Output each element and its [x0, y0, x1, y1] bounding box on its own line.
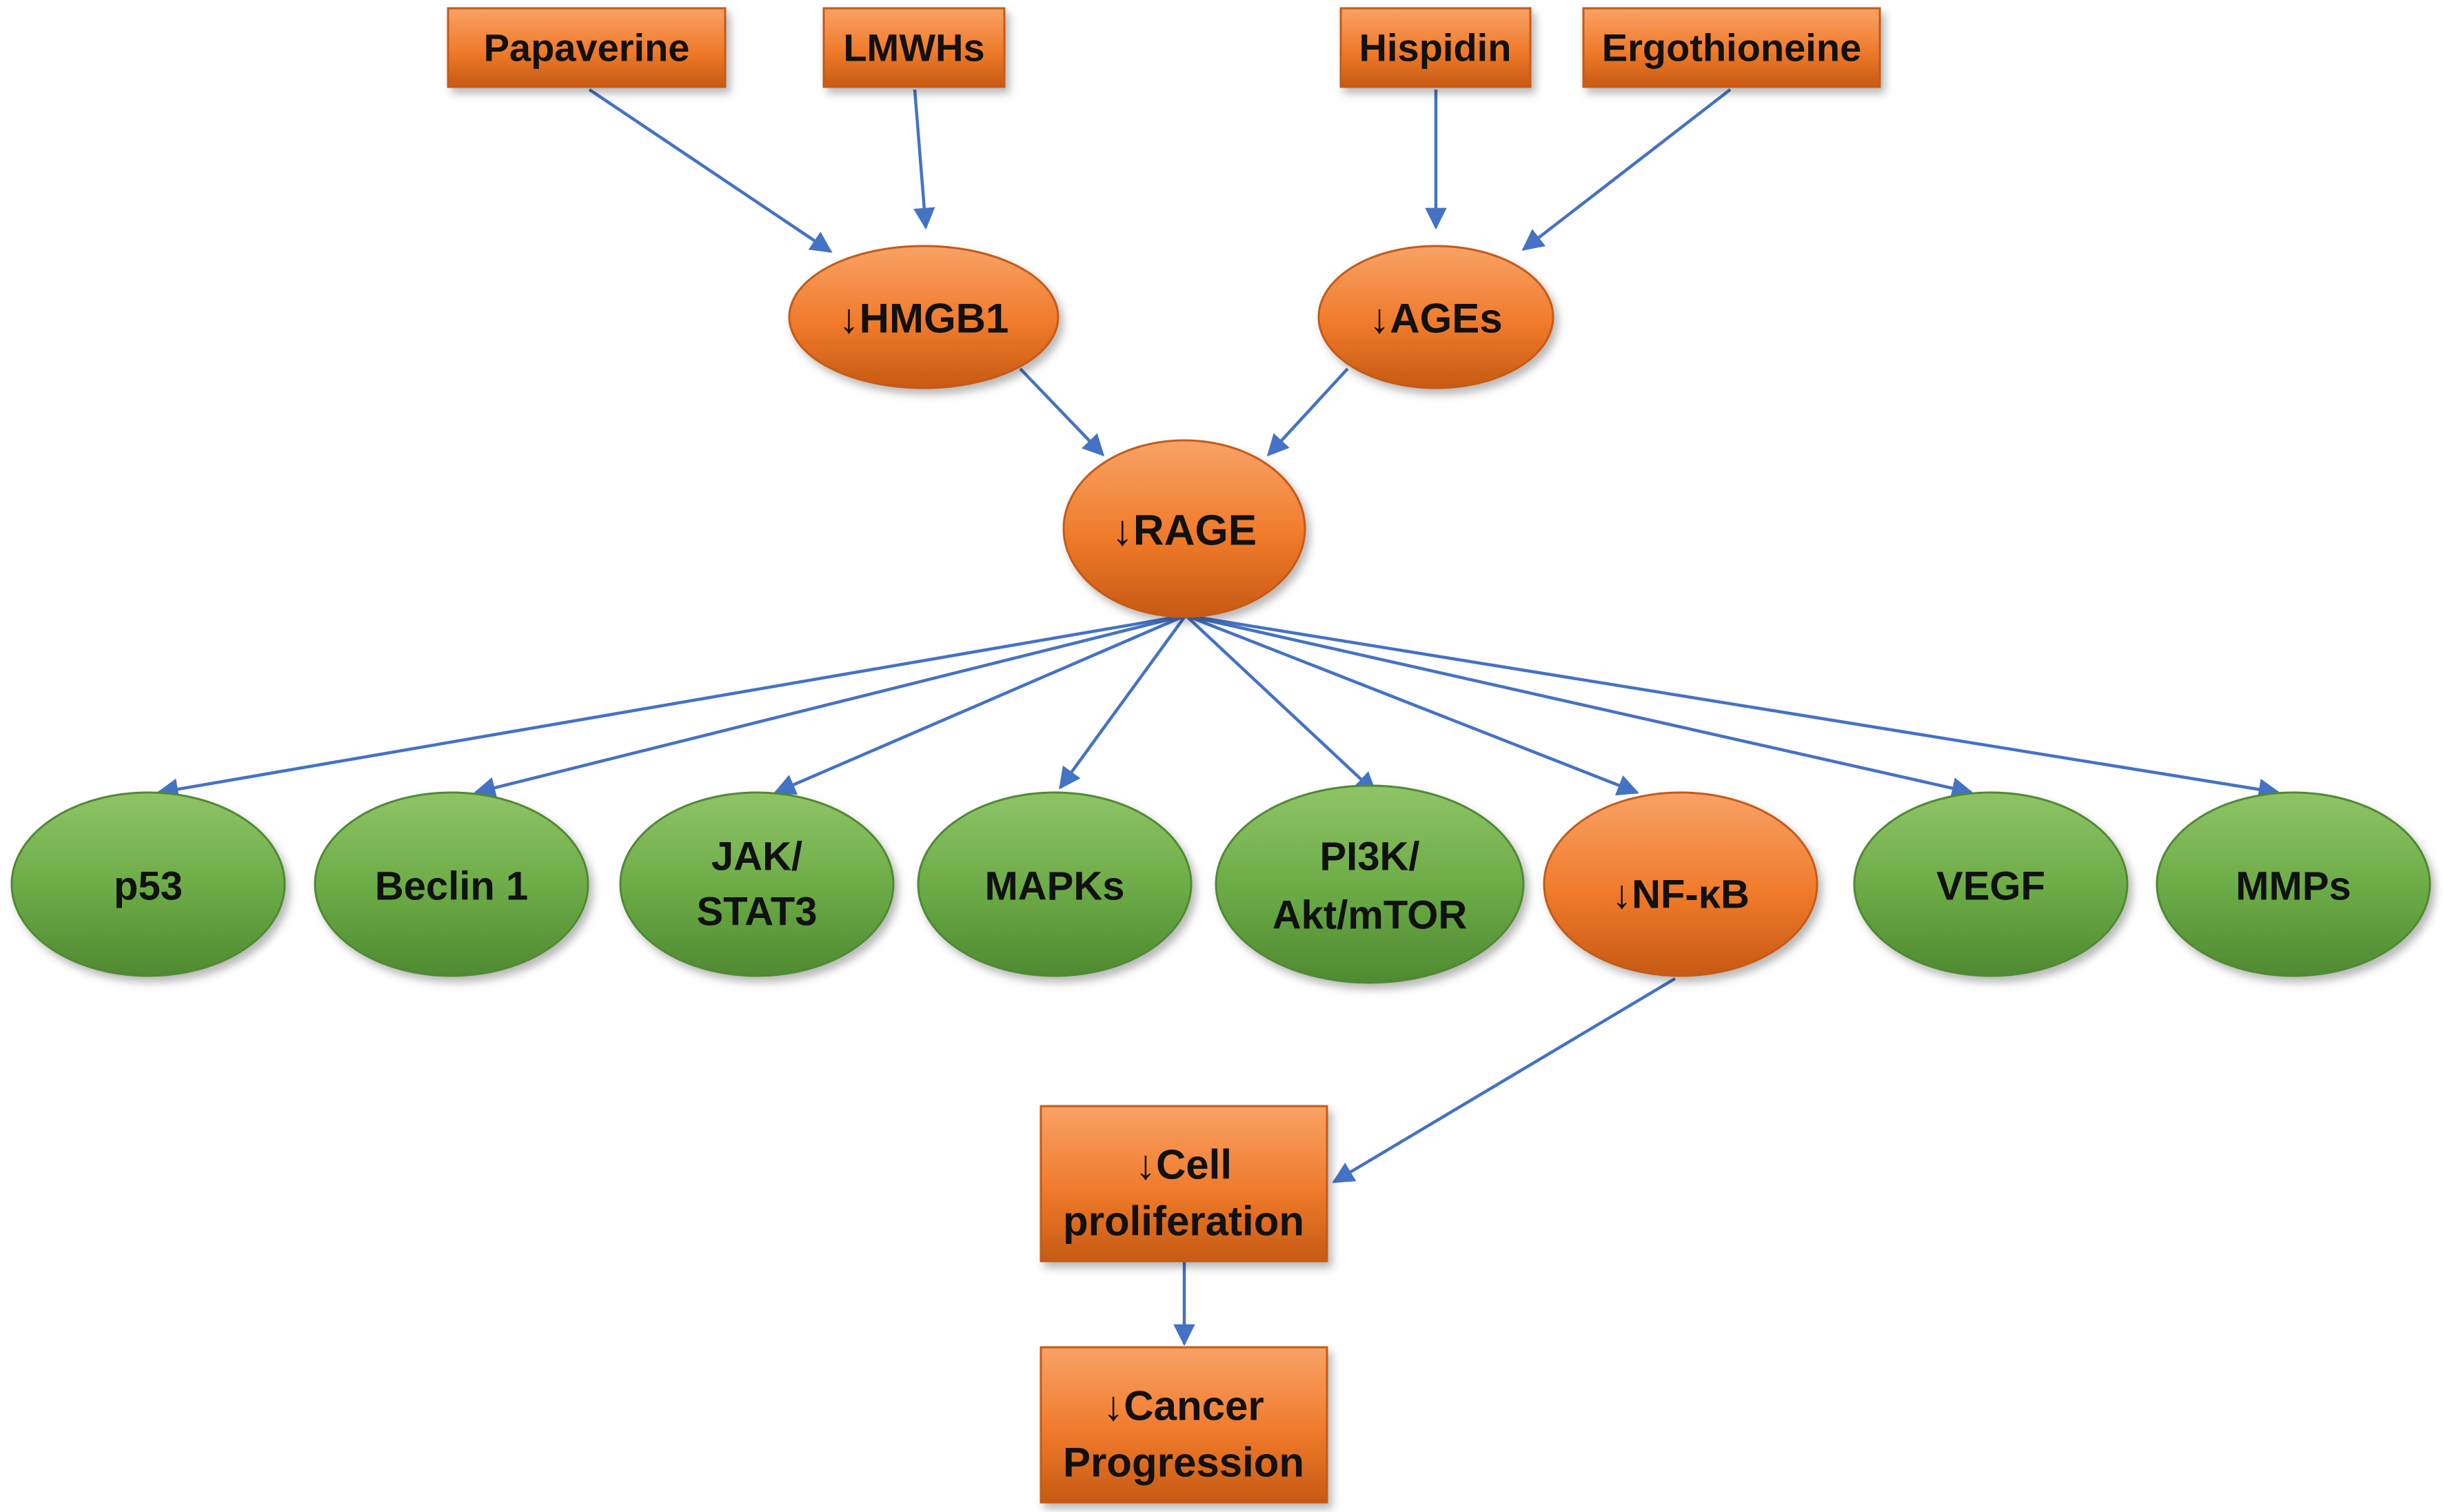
node-ellipse	[2156, 791, 2431, 977]
node-ellipse	[788, 245, 1060, 389]
node-ellipse	[10, 791, 286, 977]
node-label: VEGF	[1936, 864, 2045, 909]
node-label-line-1: JAK/	[711, 835, 802, 879]
arrow-nfkb-to-cell-proliferation	[1332, 977, 1676, 1183]
arrows	[156, 88, 2281, 1347]
node-label: Beclin 1	[375, 864, 528, 909]
node-label-line-2: STAT3	[696, 890, 817, 934]
node-hmgb1: ↓HMGB1	[788, 245, 1060, 389]
drug-box	[447, 7, 727, 88]
arrow-rage-to-p53	[156, 613, 1186, 800]
outcome-cell-proliferation: ↓Cell proliferation	[1040, 1105, 1328, 1263]
outcome-label-line-1: ↓Cell	[1135, 1142, 1232, 1188]
node-label: p53	[114, 864, 183, 909]
node-ages: ↓AGEs	[1317, 245, 1554, 389]
node-ellipse	[1853, 791, 2129, 977]
arrow-ages-to-rage	[1266, 367, 1349, 457]
arrow-rage-to-pi3k	[1184, 614, 1377, 795]
arrow-rage-to-nfkb	[1185, 613, 1639, 796]
node-label: MMPs	[2236, 864, 2351, 909]
drug-label: LMWHs	[843, 26, 984, 70]
drug-label: Papaverine	[484, 26, 690, 70]
arrow-rage-to-jak-stat3	[773, 613, 1186, 795]
node-ellipse	[1543, 791, 1818, 977]
arrow-rage-to-mapks	[1059, 614, 1187, 790]
node-ellipse	[1062, 439, 1306, 618]
node-label-line-1: PI3K/	[1319, 835, 1419, 879]
arrow-papaverine-to-hmgb1	[588, 88, 833, 253]
node-mmps: MMPs	[2156, 791, 2431, 977]
outcome-label-line-2: proliferation	[1063, 1198, 1304, 1245]
node-label-line-2: Akt/mTOR	[1273, 893, 1468, 938]
drug-box	[822, 7, 1006, 88]
drug-box	[1339, 7, 1532, 88]
drug-ergothioneine: Ergothioneine	[1582, 7, 1881, 88]
drug-label: Ergothioneine	[1602, 26, 1861, 70]
arrow-ergothioneine-to-ages	[1521, 88, 1732, 251]
drug-hispidin: Hispidin	[1339, 7, 1532, 88]
arrow-rage-to-vegf	[1185, 613, 1974, 799]
outcome-box	[1040, 1346, 1328, 1504]
node-vegf: VEGF	[1853, 791, 2129, 977]
node-ellipse	[1215, 784, 1525, 984]
node-label: ↓RAGE	[1112, 507, 1257, 555]
node-p53: p53	[10, 791, 286, 977]
arrow-rage-to-mmps	[1185, 613, 2281, 801]
drug-box	[1582, 7, 1881, 88]
node-label: ↓HMGB1	[839, 296, 1009, 342]
outcome-label-line-1: ↓Cancer	[1103, 1383, 1264, 1429]
node-label: ↓AGEs	[1369, 296, 1502, 342]
node-ellipse	[314, 791, 589, 977]
node-mapks: MAPKs	[917, 791, 1193, 977]
outcome-box	[1040, 1105, 1328, 1263]
node-nfkb: ↓NF-κB	[1543, 791, 1818, 977]
node-ellipse	[619, 791, 895, 977]
drug-papaverine: Papaverine	[447, 7, 727, 88]
node-ellipse	[1317, 245, 1554, 389]
arrow-rage-to-beclin1	[473, 613, 1186, 799]
node-beclin1: Beclin 1	[314, 791, 589, 977]
drug-lmwhs: LMWHs	[822, 7, 1006, 88]
node-ellipse	[917, 791, 1193, 977]
node-pi3k-akt-mtor: PI3K/ Akt/mTOR	[1215, 784, 1525, 984]
arrow-hmgb1-to-rage	[1019, 367, 1105, 457]
node-label: MAPKs	[984, 864, 1124, 909]
outcome-cancer-progression: ↓Cancer Progression	[1040, 1346, 1328, 1504]
outcome-label-line-2: Progression	[1063, 1440, 1304, 1486]
node-label: ↓NF-κB	[1612, 872, 1750, 917]
node-jak-stat3: JAK/ STAT3	[619, 791, 895, 977]
node-rage: ↓RAGE	[1062, 439, 1306, 618]
drug-label: Hispidin	[1359, 26, 1512, 70]
arrow-lmwhs-to-hmgb1	[913, 89, 935, 230]
